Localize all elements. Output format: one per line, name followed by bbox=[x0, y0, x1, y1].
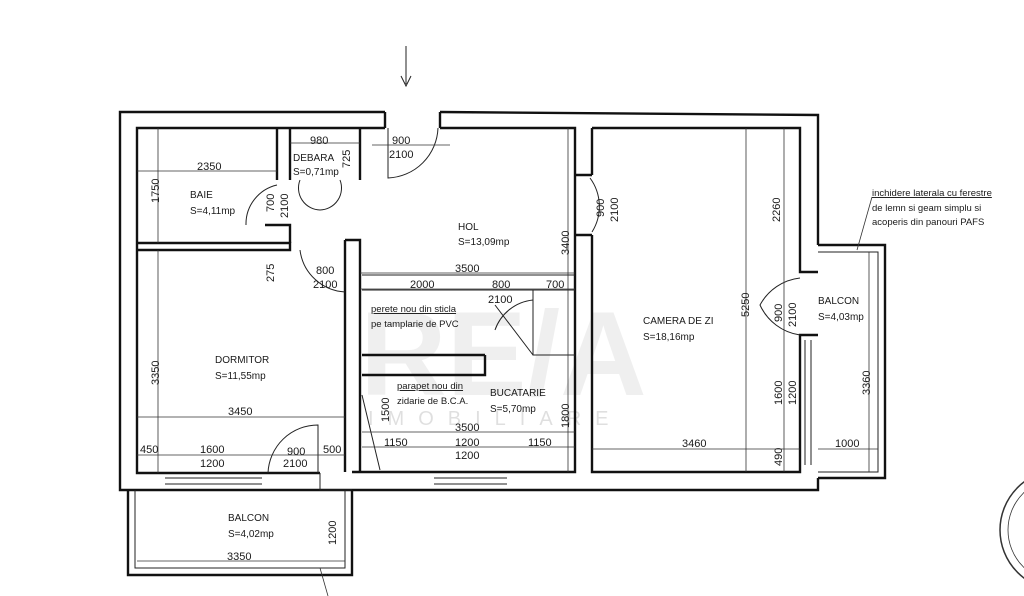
dim-label: 2100 bbox=[787, 303, 799, 327]
dim-label: 3350 bbox=[150, 361, 162, 385]
doors bbox=[245, 127, 801, 474]
dim-label: 3500 bbox=[455, 263, 479, 275]
dim-label: 900 bbox=[392, 135, 410, 147]
dim-label: 700 bbox=[265, 194, 277, 212]
dim-label: 490 bbox=[773, 448, 785, 466]
dim-label: 1600 bbox=[200, 444, 224, 456]
room-area-debara: S=0,71mp bbox=[293, 167, 339, 178]
room-name-dormitor: DORMITOR bbox=[215, 355, 269, 366]
dim-label: 3450 bbox=[228, 406, 252, 418]
dim-label: 3500 bbox=[455, 422, 479, 434]
note-parapet-2: zidarie de B.C.A. bbox=[397, 396, 468, 407]
room-name-balcon-bottom: BALCON bbox=[228, 513, 269, 524]
note-balcony-closure-1: inchidere laterala cu ferestre bbox=[872, 188, 992, 199]
dim-label: 2100 bbox=[313, 279, 337, 291]
dim-label: 1200 bbox=[455, 437, 479, 449]
walls bbox=[118, 110, 887, 577]
room-name-camera-de-zi: CAMERA DE ZI bbox=[643, 316, 714, 327]
dim-label: 1150 bbox=[384, 437, 408, 449]
dim-label: 275 bbox=[265, 264, 277, 282]
note-glass-wall-2: pe tamplarie de PVC bbox=[371, 319, 459, 330]
dim-label: 1200 bbox=[327, 521, 339, 545]
dim-label: 900 bbox=[595, 199, 607, 217]
dim-label: 2350 bbox=[197, 161, 221, 173]
dim-label: 2100 bbox=[389, 149, 413, 161]
dim-label: 1200 bbox=[455, 450, 479, 462]
room-area-dormitor: S=11,55mp bbox=[215, 371, 266, 382]
room-name-hol: HOL bbox=[458, 222, 479, 233]
note-glass-wall-1: perete nou din sticla bbox=[371, 304, 457, 315]
dim-label: 3360 bbox=[861, 371, 873, 395]
note-balcony-closure-3: acoperis din panouri PAFS bbox=[872, 217, 984, 228]
dim-label: 450 bbox=[140, 444, 158, 456]
dim-label: 1200 bbox=[200, 458, 224, 470]
dim-label: 1800 bbox=[560, 404, 572, 428]
stamp bbox=[999, 481, 1024, 579]
dim-label: 500 bbox=[323, 444, 341, 456]
note-balcony-closure-2: de lemn si geam simplu si bbox=[872, 203, 981, 214]
dim-label: 3400 bbox=[560, 231, 572, 255]
room-area-baie: S=4,11mp bbox=[190, 206, 236, 217]
room-name-debara: DEBARA bbox=[293, 153, 334, 164]
dim-label: 2100 bbox=[283, 458, 307, 470]
dim-label: 800 bbox=[316, 265, 334, 277]
watermark-subtitle: IMOBILIARE bbox=[368, 408, 622, 430]
dim-label: 900 bbox=[773, 304, 785, 322]
dim-label: 3460 bbox=[682, 438, 706, 450]
dim-label: 2100 bbox=[279, 194, 291, 218]
dim-label: 1200 bbox=[787, 381, 799, 405]
room-name-baie: BAIE bbox=[190, 190, 213, 201]
dimension-lines bbox=[137, 128, 878, 562]
dim-label: 1750 bbox=[150, 179, 162, 203]
room-area-hol: S=13,09mp bbox=[458, 237, 510, 248]
dim-label: 1600 bbox=[773, 381, 785, 405]
room-area-balcon-bottom: S=4,02mp bbox=[228, 529, 274, 540]
dim-label: 725 bbox=[341, 150, 353, 168]
note-parapet-1: parapet nou din bbox=[397, 381, 463, 392]
dim-label: 2100 bbox=[488, 294, 512, 306]
dim-label: 2100 bbox=[609, 198, 621, 222]
room-area-camera-de-zi: S=18,16mp bbox=[643, 332, 695, 343]
dim-label: 2000 bbox=[410, 279, 434, 291]
dim-label: 980 bbox=[310, 135, 328, 147]
dim-label: 3350 bbox=[227, 551, 251, 563]
room-name-balcon-right: BALCON bbox=[818, 296, 859, 307]
dim-label: 800 bbox=[492, 279, 510, 291]
room-name-bucatarie: BUCATARIE bbox=[490, 388, 546, 399]
dim-label: 5250 bbox=[740, 293, 752, 317]
dim-label: 1500 bbox=[380, 398, 392, 422]
entrance-arrow-icon bbox=[400, 46, 412, 88]
dim-label: 700 bbox=[546, 279, 564, 291]
dim-label: 900 bbox=[287, 446, 305, 458]
dim-label: 2260 bbox=[771, 198, 783, 222]
room-area-balcon-right: S=4,03mp bbox=[818, 312, 864, 323]
dim-label: 1150 bbox=[528, 437, 552, 449]
dim-label: 1000 bbox=[835, 438, 859, 450]
room-area-bucatarie: S=5,70mp bbox=[490, 404, 536, 415]
